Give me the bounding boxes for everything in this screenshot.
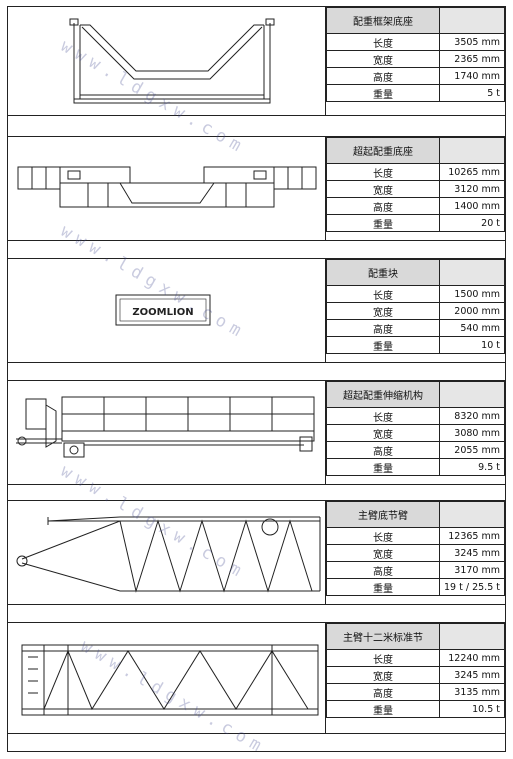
spec-value: 8320 mm xyxy=(439,407,505,425)
spec-label: 宽度 xyxy=(326,544,440,562)
spec-title: 配重框架底座 xyxy=(325,7,441,34)
spec-value: 3120 mm xyxy=(439,180,505,198)
spec-label: 重量 xyxy=(325,84,441,102)
spec-value: 5 t xyxy=(439,84,505,102)
spec-value: 3245 mm xyxy=(439,544,505,562)
spec-label: 高度 xyxy=(325,67,441,85)
spec-label: 宽度 xyxy=(325,50,441,68)
superlift-base-drawing xyxy=(17,166,317,208)
spec-value: 1740 mm xyxy=(439,67,505,85)
spec-value: 19 t / 25.5 t xyxy=(439,578,505,596)
spec-label: 宽度 xyxy=(325,302,441,320)
spec-label: 长度 xyxy=(325,33,441,51)
spec-label: 长度 xyxy=(325,649,441,667)
section-gap xyxy=(7,485,506,500)
spec-label: 重量 xyxy=(325,336,441,354)
drawing-main-boom-12m-standard-section xyxy=(8,623,326,733)
spec-label: 重量 xyxy=(325,458,441,476)
spec-label: 高度 xyxy=(325,441,441,459)
section-gap xyxy=(7,734,506,752)
spec-value: 3245 mm xyxy=(439,666,505,684)
spec-value: 2365 mm xyxy=(439,50,505,68)
spec-value: 10 t xyxy=(439,336,505,354)
spec-label: 重量 xyxy=(326,578,440,596)
section-gap xyxy=(7,241,506,258)
spec-label: 长度 xyxy=(325,407,441,425)
spec-label: 长度 xyxy=(326,527,440,545)
spec-value: 1500 mm xyxy=(439,285,505,303)
spec-title: 主臂十二米标准节 xyxy=(325,623,441,650)
drawing-main-boom-base-section xyxy=(8,501,326,604)
boom-base-drawing xyxy=(16,516,321,593)
spec-title: 超起配重底座 xyxy=(325,137,441,164)
spec-value: 3135 mm xyxy=(439,683,505,701)
spec-label: 宽度 xyxy=(325,424,441,442)
boom-standard-section-drawing xyxy=(21,644,319,716)
spec-value: 9.5 t xyxy=(439,458,505,476)
spec-label: 重量 xyxy=(325,214,441,232)
drawing-counterweight-frame-base xyxy=(8,7,326,115)
spec-value: 20 t xyxy=(439,214,505,232)
spec-value: 3080 mm xyxy=(439,424,505,442)
telescopic-mechanism-drawing xyxy=(16,396,315,458)
section-gap xyxy=(7,116,506,136)
spec-label: 高度 xyxy=(325,319,441,337)
spec-label: 高度 xyxy=(326,561,440,579)
spec-label: 高度 xyxy=(325,197,441,215)
spec-title: 配重块 xyxy=(325,259,441,286)
drawing-superlift-counterweight-base xyxy=(8,137,326,240)
spec-value: 12365 mm xyxy=(439,527,505,545)
frame-base-drawing xyxy=(69,18,275,104)
drawing-counterweight-block: ZOOMLION xyxy=(8,259,326,362)
spec-title: 超起配重伸缩机构 xyxy=(325,381,441,408)
spec-value: 10265 mm xyxy=(439,163,505,181)
spec-label: 高度 xyxy=(325,683,441,701)
spec-label: 宽度 xyxy=(325,180,441,198)
spec-title: 主臂底节臂 xyxy=(326,501,440,528)
spec-value: 10.5 t xyxy=(439,700,505,718)
spec-label: 重量 xyxy=(325,700,441,718)
drawing-superlift-telescopic-mechanism xyxy=(8,381,326,484)
spec-label: 长度 xyxy=(325,163,441,181)
spec-value: 540 mm xyxy=(439,319,505,337)
spec-value: 3170 mm xyxy=(439,561,505,579)
section-gap xyxy=(7,605,506,622)
section-gap xyxy=(7,363,506,380)
spec-value: 1400 mm xyxy=(439,197,505,215)
spec-label: 宽度 xyxy=(325,666,441,684)
counterweight-block-drawing: ZOOMLION xyxy=(115,294,211,326)
spec-label: 长度 xyxy=(325,285,441,303)
zoomlion-logo-text: ZOOMLION xyxy=(132,307,193,318)
spec-value: 2000 mm xyxy=(439,302,505,320)
spec-value: 3505 mm xyxy=(439,33,505,51)
spec-value: 12240 mm xyxy=(439,649,505,667)
spec-value: 2055 mm xyxy=(439,441,505,459)
